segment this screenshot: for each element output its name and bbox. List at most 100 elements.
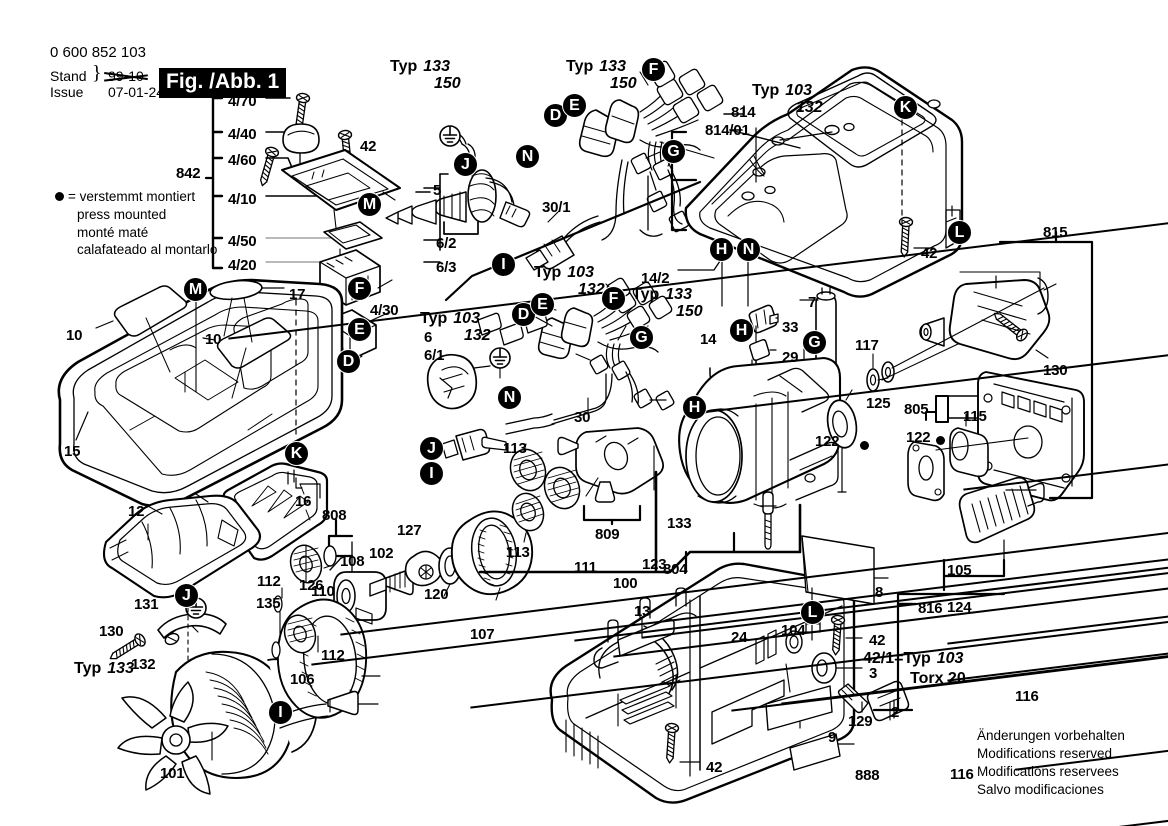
part-number-888: 888 xyxy=(855,767,880,784)
part-number-112: 112 xyxy=(257,573,281,590)
part-number-814-01: 814/01 xyxy=(705,122,750,139)
part-number-30-1: 30/1 xyxy=(542,199,571,216)
callout-letter-g: G xyxy=(629,325,654,350)
typ-value: 103 xyxy=(785,82,812,99)
part-number-120: 120 xyxy=(424,586,449,603)
callout-letter-f: F xyxy=(641,57,666,82)
part-number-12: 12 xyxy=(128,503,145,520)
part-number-6-1: 6/1 xyxy=(424,347,445,364)
callout-letter-e: E xyxy=(347,317,372,342)
part-number-108: 108 xyxy=(340,553,1168,570)
typ-label: Typ xyxy=(390,58,418,75)
part-number-129: 129 xyxy=(848,713,873,730)
callout-letter-f: F xyxy=(347,276,372,301)
callout-letter-f: F xyxy=(601,286,626,311)
stand-label: Stand xyxy=(50,68,87,84)
callout-letter-g: G xyxy=(802,330,827,355)
typ-value: 133 xyxy=(599,58,626,75)
callout-letter-h: H xyxy=(729,318,754,343)
part-number-123: 123 xyxy=(642,556,1168,573)
part-number-4-20: 4/20 xyxy=(228,258,1168,274)
part-number-42: 42 xyxy=(706,759,723,776)
part-number-4-60: 4/60 xyxy=(228,152,257,169)
part-number-30: 30 xyxy=(574,409,591,426)
issue-date: 07-01-24 xyxy=(108,84,165,100)
callout-letter-i: I xyxy=(268,700,293,725)
typ-value2: 132 xyxy=(464,327,491,344)
part-number-13: 13 xyxy=(634,603,651,620)
footer-en: Modifications reserved xyxy=(977,746,1113,762)
callout-letter-g: G xyxy=(661,139,686,164)
part-number-42: 42 xyxy=(921,245,938,262)
legend-line-de: = verstemmt montiert xyxy=(68,189,196,204)
part-number-4-50: 4/50 xyxy=(228,233,257,250)
part-number-4-10: 4/10 xyxy=(228,191,257,208)
part-number-127: 127 xyxy=(397,522,422,539)
part-number-116: 116 xyxy=(1015,688,1168,705)
part-number-105: 105 xyxy=(947,563,1168,579)
part-number-9: 9 xyxy=(828,729,837,746)
part-number-815: 815 xyxy=(1043,224,1068,241)
part-number-133: 133 xyxy=(667,515,692,532)
part-number-4-40: 4/40 xyxy=(228,126,257,143)
press-mount-dot xyxy=(936,436,945,445)
part-number-7: 7 xyxy=(808,294,817,311)
part-number-104: 104 xyxy=(781,623,1168,639)
press-mounted-dot-icon xyxy=(55,191,64,201)
footer-es: Salvo modificaciones xyxy=(977,782,1104,798)
typ-value: 133 xyxy=(107,660,134,677)
brace-glyph: } xyxy=(92,62,102,84)
typ-value2: 150 xyxy=(434,75,461,92)
part-number-16: 16 xyxy=(295,493,312,510)
figure-label: Fig. /Abb. 1 xyxy=(159,68,287,98)
legend-line-es: calafateado al montarlo xyxy=(77,242,218,258)
typ-block-103-132-a: Typ 103 132 xyxy=(752,82,823,117)
part-number-111: 111 xyxy=(574,560,1168,576)
callout-letter-l: L xyxy=(800,600,825,625)
part-number-106: 106 xyxy=(290,671,315,688)
part-number-814: 814 xyxy=(731,104,756,121)
part-number-14-2: 14/2 xyxy=(641,270,670,287)
typ-value2: 132 xyxy=(796,99,823,116)
callout-letter-j: J xyxy=(453,152,478,177)
typ-label: Typ xyxy=(752,82,780,99)
typ-value: 133 xyxy=(423,58,450,75)
part-number-24: 24 xyxy=(731,630,1168,646)
part-number-122: 122 xyxy=(906,429,931,446)
part-number-113: 113 xyxy=(506,544,530,561)
part-number-130: 130 xyxy=(99,623,124,640)
callout-letter-m: M xyxy=(183,277,208,302)
callout-letter-k: K xyxy=(284,441,309,466)
part-number-3: 3 xyxy=(869,665,878,682)
part-number-8: 8 xyxy=(875,584,884,601)
callout-letter-e: E xyxy=(530,292,555,317)
callout-letter-d: D xyxy=(336,349,361,374)
callout-letter-e: E xyxy=(562,93,587,118)
callout-letter-n: N xyxy=(497,385,522,410)
part-number-15: 15 xyxy=(64,443,81,460)
part-number-132: 132 xyxy=(131,656,156,673)
callout-letter-m: M xyxy=(357,192,382,217)
typ-value: 133 xyxy=(665,286,692,303)
stand-date: 99-10 xyxy=(108,68,144,84)
press-mounted-legend: = verstemmt montiert press mounted monté… xyxy=(55,188,217,259)
typ-value2: 150 xyxy=(610,75,637,92)
footer-de: Änderungen vorbehalten xyxy=(977,728,1125,743)
typ-value2: 150 xyxy=(676,303,703,320)
modifications-notice: Änderungen vorbehalten Modifications res… xyxy=(977,727,1125,799)
callout-letter-n: N xyxy=(736,237,761,262)
part-number-131: 131 xyxy=(134,596,159,613)
issue-label: Issue xyxy=(50,84,84,100)
part-number-122: 122 xyxy=(815,433,840,450)
part-number-842: 842 xyxy=(176,165,201,182)
callout-letter-j: J xyxy=(419,436,444,461)
part-number-112: 112 xyxy=(321,647,345,664)
part-number-6-3: 6/3 xyxy=(436,259,457,276)
part-number-42: 42 xyxy=(869,632,886,649)
part-number-17: 17 xyxy=(289,286,306,303)
part-number-116: 116 xyxy=(950,766,1168,783)
